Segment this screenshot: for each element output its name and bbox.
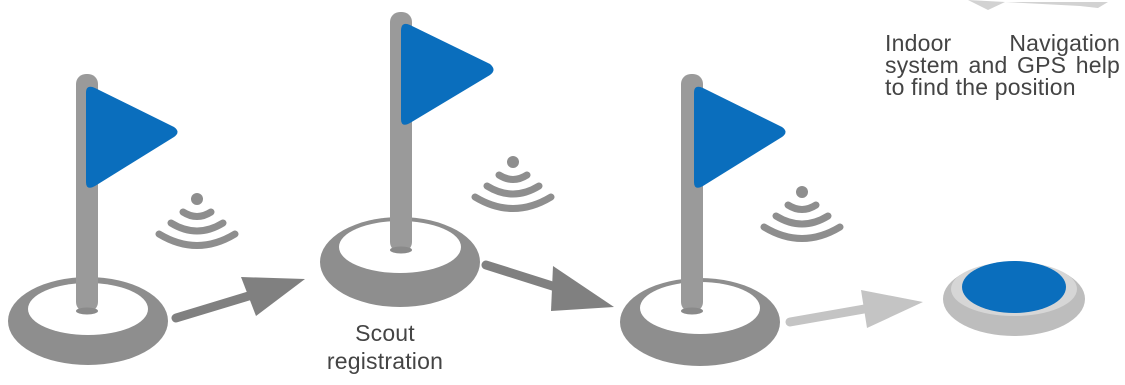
flag-base bbox=[620, 278, 780, 366]
flag-station-2 bbox=[320, 12, 494, 307]
flag-base bbox=[320, 217, 480, 307]
wifi-signal-icon bbox=[760, 186, 844, 242]
scout-label-line-2: registration bbox=[326, 348, 444, 374]
wifi-signal-icon bbox=[471, 156, 555, 212]
partial-arrow-decoration bbox=[968, 0, 1108, 10]
indoor-navigation-label: Indoor Navigation system and GPS help to… bbox=[885, 30, 1120, 100]
arrow-icon bbox=[481, 260, 614, 311]
scout-registration-label: Scout registration bbox=[300, 319, 470, 375]
arrow-icon bbox=[785, 290, 923, 328]
flag-station-3 bbox=[620, 74, 786, 366]
flag-icon bbox=[86, 86, 178, 188]
target-position-icon bbox=[943, 261, 1085, 336]
flag-station-1 bbox=[8, 74, 178, 365]
scout-label-line-1: Scout bbox=[355, 320, 415, 346]
flag-icon bbox=[694, 86, 786, 188]
wifi-signal-icon bbox=[155, 193, 239, 249]
flag-icon bbox=[401, 23, 494, 125]
arrow-icon bbox=[171, 277, 305, 323]
